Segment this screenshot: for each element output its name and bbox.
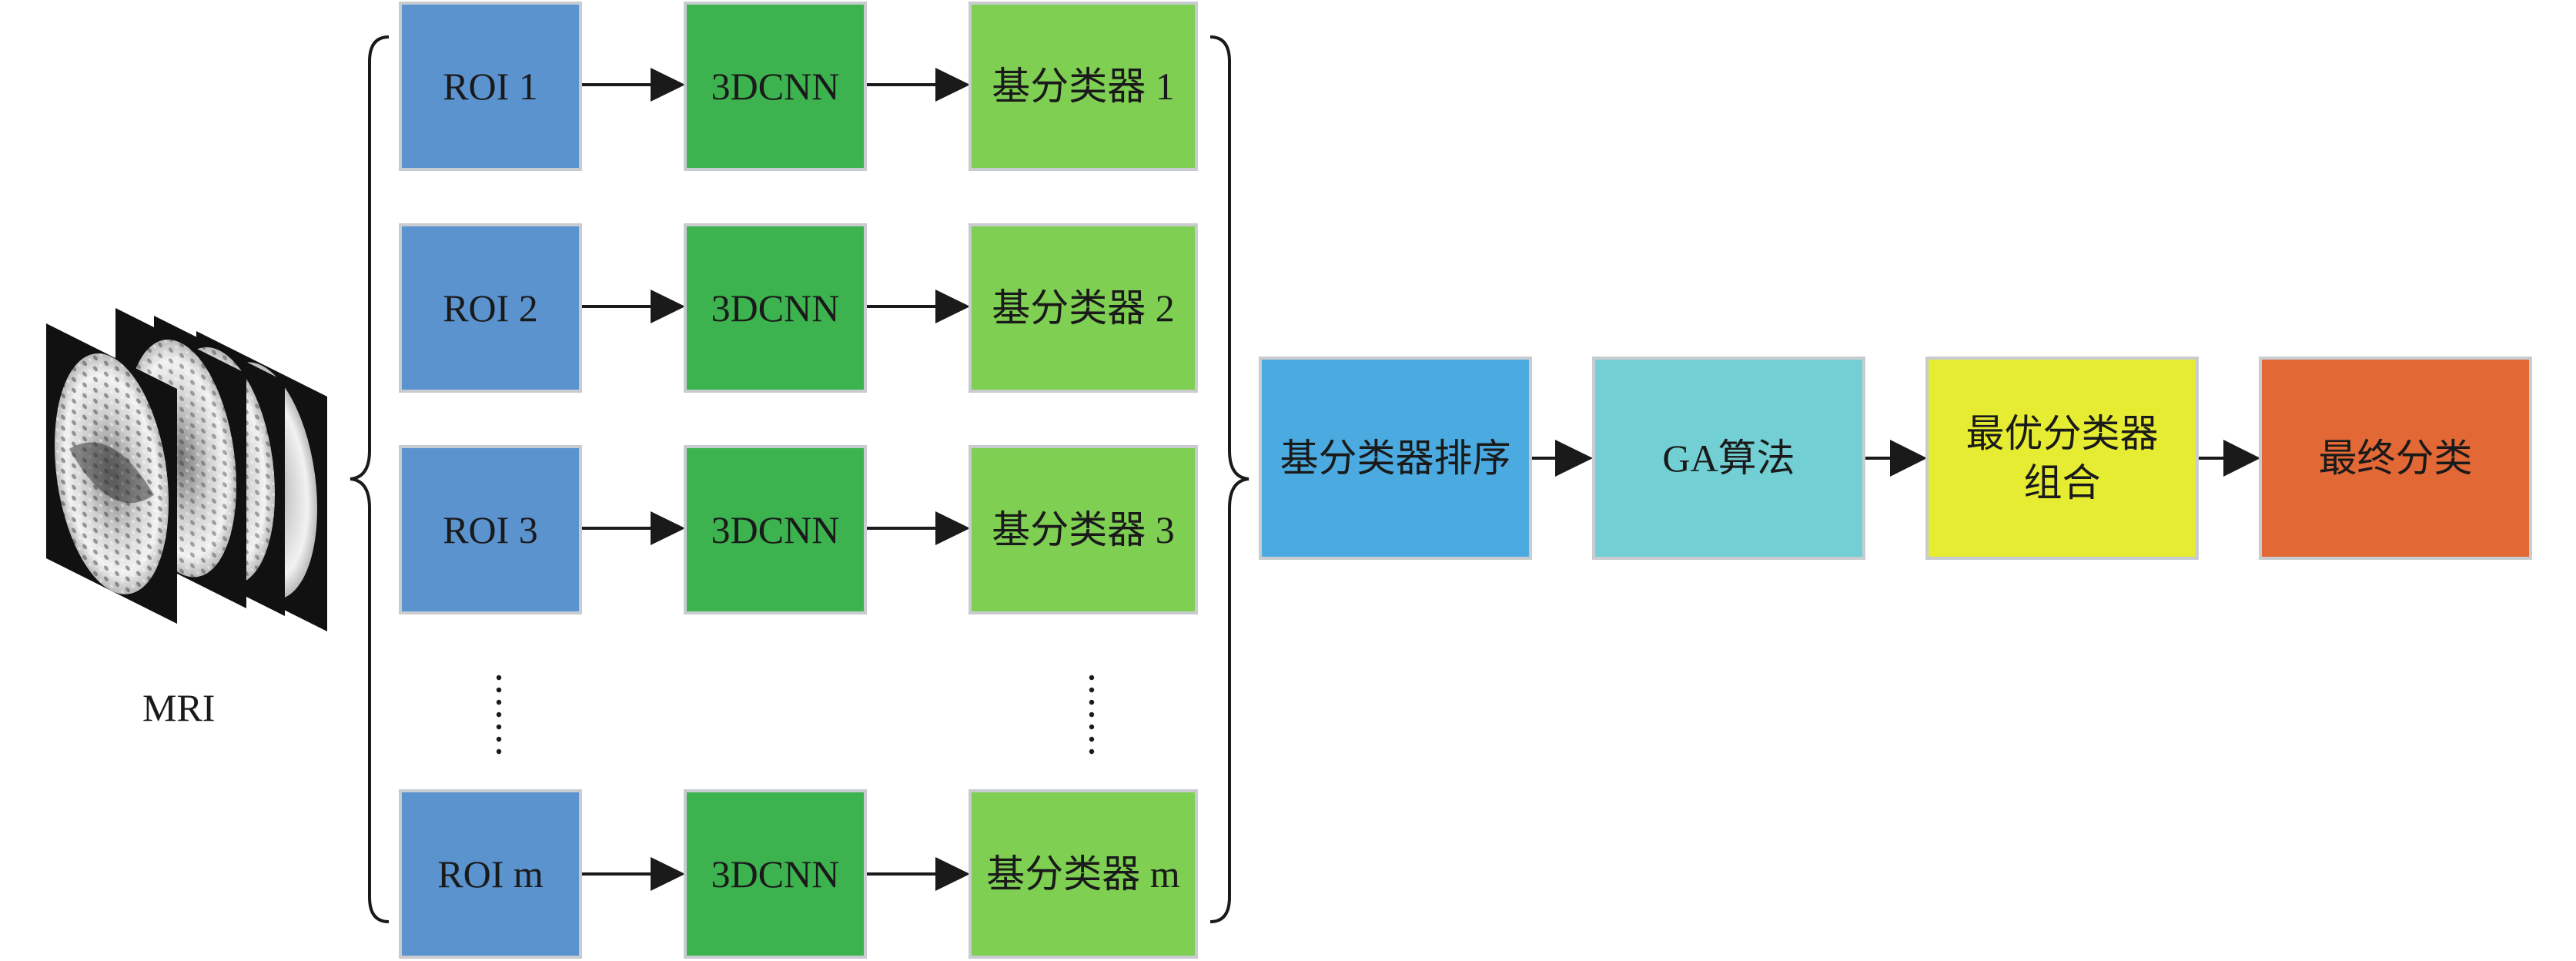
ga-algorithm-box: GA算法 xyxy=(1592,357,1865,560)
classifier-label-1: 基分类器 1 xyxy=(992,65,1175,108)
cnn-box-m: 3DCNN xyxy=(684,789,867,959)
roi-label-1: ROI 1 xyxy=(443,65,538,108)
classifier-label-m: 基分类器 m xyxy=(986,852,1180,896)
classifier-label-2: 基分类器 2 xyxy=(992,286,1175,330)
mri-slice-1 xyxy=(46,323,177,624)
right-brace xyxy=(1209,35,1250,923)
arrow-r4a xyxy=(651,857,685,891)
optimal-combination-line-1: 最优分类器 xyxy=(1965,412,2159,455)
ga-algorithm-label: GA算法 xyxy=(1662,437,1795,480)
mri-label: MRI xyxy=(142,686,216,729)
cnn-label-3: 3DCNN xyxy=(711,508,840,551)
arrow-r1a xyxy=(651,68,685,102)
arrow-r3b xyxy=(935,511,970,545)
classifier-box-1: 基分类器 1 xyxy=(969,2,1198,171)
arrow-sort-ga xyxy=(1555,440,1593,477)
final-classification-box: 最终分类 xyxy=(2259,357,2532,560)
mri-slices-image xyxy=(46,308,327,631)
arrow-r2a xyxy=(651,290,685,323)
ellipsis-left xyxy=(496,675,502,755)
ellipsis-right xyxy=(1089,675,1095,755)
arrow-r3a xyxy=(651,511,685,545)
roi-label-m: ROI m xyxy=(437,852,544,896)
arrow-ga-best xyxy=(1890,440,1927,477)
cnn-box-1: 3DCNN xyxy=(684,2,867,171)
cnn-label-m: 3DCNN xyxy=(711,852,840,896)
roi-label-3: ROI 3 xyxy=(443,508,538,551)
cnn-box-3: 3DCNN xyxy=(684,445,867,614)
roi-box-3: ROI 3 xyxy=(399,445,582,614)
arrow-r1b xyxy=(935,68,970,102)
roi-label-2: ROI 2 xyxy=(443,286,538,330)
final-classification-label: 最终分类 xyxy=(2318,437,2473,480)
classifier-box-3: 基分类器 3 xyxy=(969,445,1198,614)
arrow-best-final xyxy=(2223,440,2260,477)
classifier-label-3: 基分类器 3 xyxy=(992,508,1175,551)
optimal-combination-box: 最优分类器 组合 xyxy=(1925,357,2199,560)
classifier-sort-box: 基分类器排序 xyxy=(1259,357,1532,560)
optimal-combination-line-2: 组合 xyxy=(2023,461,2101,504)
arrow-r4b xyxy=(935,857,970,891)
cnn-box-2: 3DCNN xyxy=(684,223,867,393)
optimal-combination-label: 最优分类器 组合 xyxy=(1966,409,2159,507)
cnn-label-1: 3DCNN xyxy=(711,65,840,108)
classifier-box-2: 基分类器 2 xyxy=(969,223,1198,393)
classifier-sort-label: 基分类器排序 xyxy=(1280,437,1511,480)
left-brace xyxy=(350,35,390,923)
cnn-label-2: 3DCNN xyxy=(711,286,840,330)
roi-box-1: ROI 1 xyxy=(399,2,582,171)
classifier-box-m: 基分类器 m xyxy=(969,789,1198,959)
roi-box-m: ROI m xyxy=(399,789,582,959)
roi-box-2: ROI 2 xyxy=(399,223,582,393)
arrow-r2b xyxy=(935,290,970,323)
